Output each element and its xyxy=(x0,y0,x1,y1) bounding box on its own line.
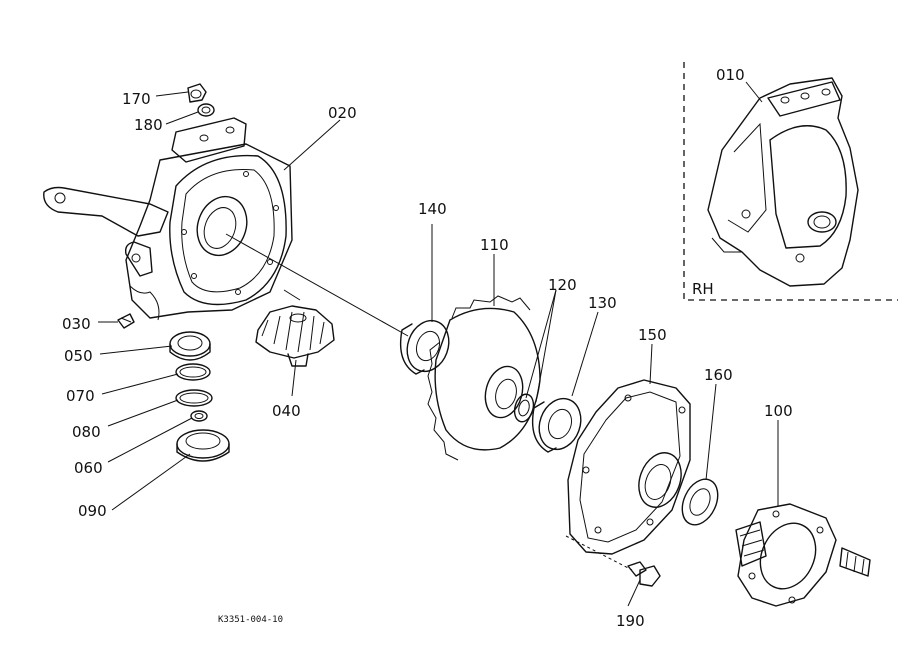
label-160: 160 xyxy=(704,366,733,384)
part-140-bearing[interactable] xyxy=(399,315,455,378)
part-170-plug[interactable] xyxy=(187,83,207,103)
part-120-collar[interactable] xyxy=(512,392,537,424)
part-030-plug[interactable] xyxy=(117,313,135,329)
leader-lines xyxy=(98,81,779,607)
label-060: 060 xyxy=(74,459,103,477)
rh-inset-frame xyxy=(683,62,898,301)
label-020: 020 xyxy=(328,104,357,122)
part-160-oil-seal[interactable] xyxy=(675,473,724,530)
part-070-ring[interactable] xyxy=(175,363,211,381)
assembly-axis-line xyxy=(225,233,633,571)
label-110: 110 xyxy=(480,236,509,254)
label-190: 190 xyxy=(616,612,645,630)
part-020-front-gear-case[interactable] xyxy=(43,117,293,321)
drawing-code: K3351-004-10 xyxy=(218,615,283,625)
label-010: 010 xyxy=(716,66,745,84)
label-120: 120 xyxy=(548,276,577,294)
part-100-axle-flange[interactable] xyxy=(735,503,871,607)
label-150: 150 xyxy=(638,326,667,344)
label-180: 180 xyxy=(134,116,163,134)
part-060-washer[interactable] xyxy=(190,410,208,422)
inset-label-rh: RH xyxy=(692,280,714,298)
label-030: 030 xyxy=(62,315,91,333)
part-150-gear-case-cover[interactable] xyxy=(567,379,691,555)
label-170: 170 xyxy=(122,90,151,108)
part-110-bevel-ring-gear[interactable] xyxy=(427,295,541,461)
part-010-rh-knuckle-case[interactable] xyxy=(707,77,859,287)
label-070: 070 xyxy=(66,387,95,405)
label-130: 130 xyxy=(588,294,617,312)
label-040: 040 xyxy=(272,402,301,420)
part-130-bearing[interactable] xyxy=(531,393,587,456)
part-040-bevel-gear[interactable] xyxy=(255,305,335,367)
label-050: 050 xyxy=(64,347,93,365)
label-080: 080 xyxy=(72,423,101,441)
label-140: 140 xyxy=(418,200,447,218)
part-080-snap-ring[interactable] xyxy=(175,389,213,407)
label-090: 090 xyxy=(78,502,107,520)
part-190-bolt[interactable] xyxy=(627,561,661,587)
part-090-oil-seal[interactable] xyxy=(176,429,230,462)
label-100: 100 xyxy=(764,402,793,420)
part-050-ball-bearing[interactable] xyxy=(169,331,211,361)
part-180-washer[interactable] xyxy=(197,103,215,117)
